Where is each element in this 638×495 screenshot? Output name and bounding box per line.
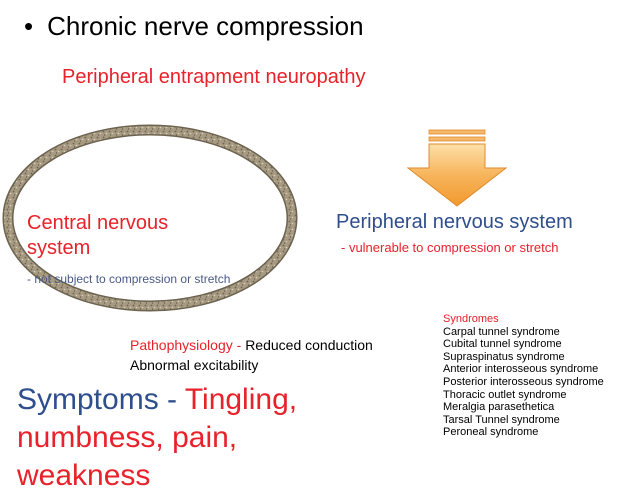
syndrome-item: Anterior interosseous syndrome: [443, 363, 599, 376]
syndrome-item: Meralgia parasethetica: [443, 401, 555, 414]
syndrome-item: Supraspinatus syndrome: [443, 350, 565, 363]
syndrome-item: Carpal tunnel syndrome: [443, 325, 560, 338]
symptoms-label: Symptoms -: [17, 383, 185, 416]
central-nervous-system-note: - not subject to compression or stretch: [27, 272, 231, 286]
symptoms-list: Tingling, numbness, pain, weakness: [17, 383, 298, 492]
bullet-dot: •: [24, 11, 34, 41]
central-nervous-system-title: Central nervous system: [27, 212, 169, 259]
syndrome-item: Posterior interosseous syndrome: [443, 375, 604, 388]
down-arrow-icon: [406, 129, 508, 207]
syndromes-list: Syndromes Carpal tunnel syndrome Cubital…: [443, 313, 604, 439]
syndrome-item: Thoracic outlet syndrome: [443, 388, 567, 401]
pathophysiology-reduced-conduction: Reduced conduction: [245, 337, 373, 353]
subtitle: Peripheral entrapment neuropathy: [62, 66, 366, 88]
syndrome-item: Cubital tunnel syndrome: [443, 338, 562, 351]
bullet-heading: • Chronic nerve compression: [24, 11, 364, 42]
pathophysiology-line-2: Abnormal excitability: [130, 357, 259, 373]
bullet-text: Chronic nerve compression: [47, 11, 364, 41]
symptoms-text: Symptoms - Tingling, numbness, pain, wea…: [17, 381, 347, 495]
central-nervous-system-ring: [2, 124, 298, 312]
syndrome-item: Peroneal syndrome: [443, 426, 539, 439]
peripheral-nervous-system-title: Peripheral nervous system: [336, 211, 573, 233]
pathophysiology-line-1: Pathophysiology - Reduced conduction: [130, 337, 373, 353]
pathophysiology-label: Pathophysiology -: [130, 337, 246, 353]
syndromes-header: Syndromes: [443, 313, 499, 325]
peripheral-nervous-system-note: - vulnerable to compression or stretch: [341, 240, 559, 255]
syndrome-item: Tarsal Tunnel syndrome: [443, 413, 560, 426]
